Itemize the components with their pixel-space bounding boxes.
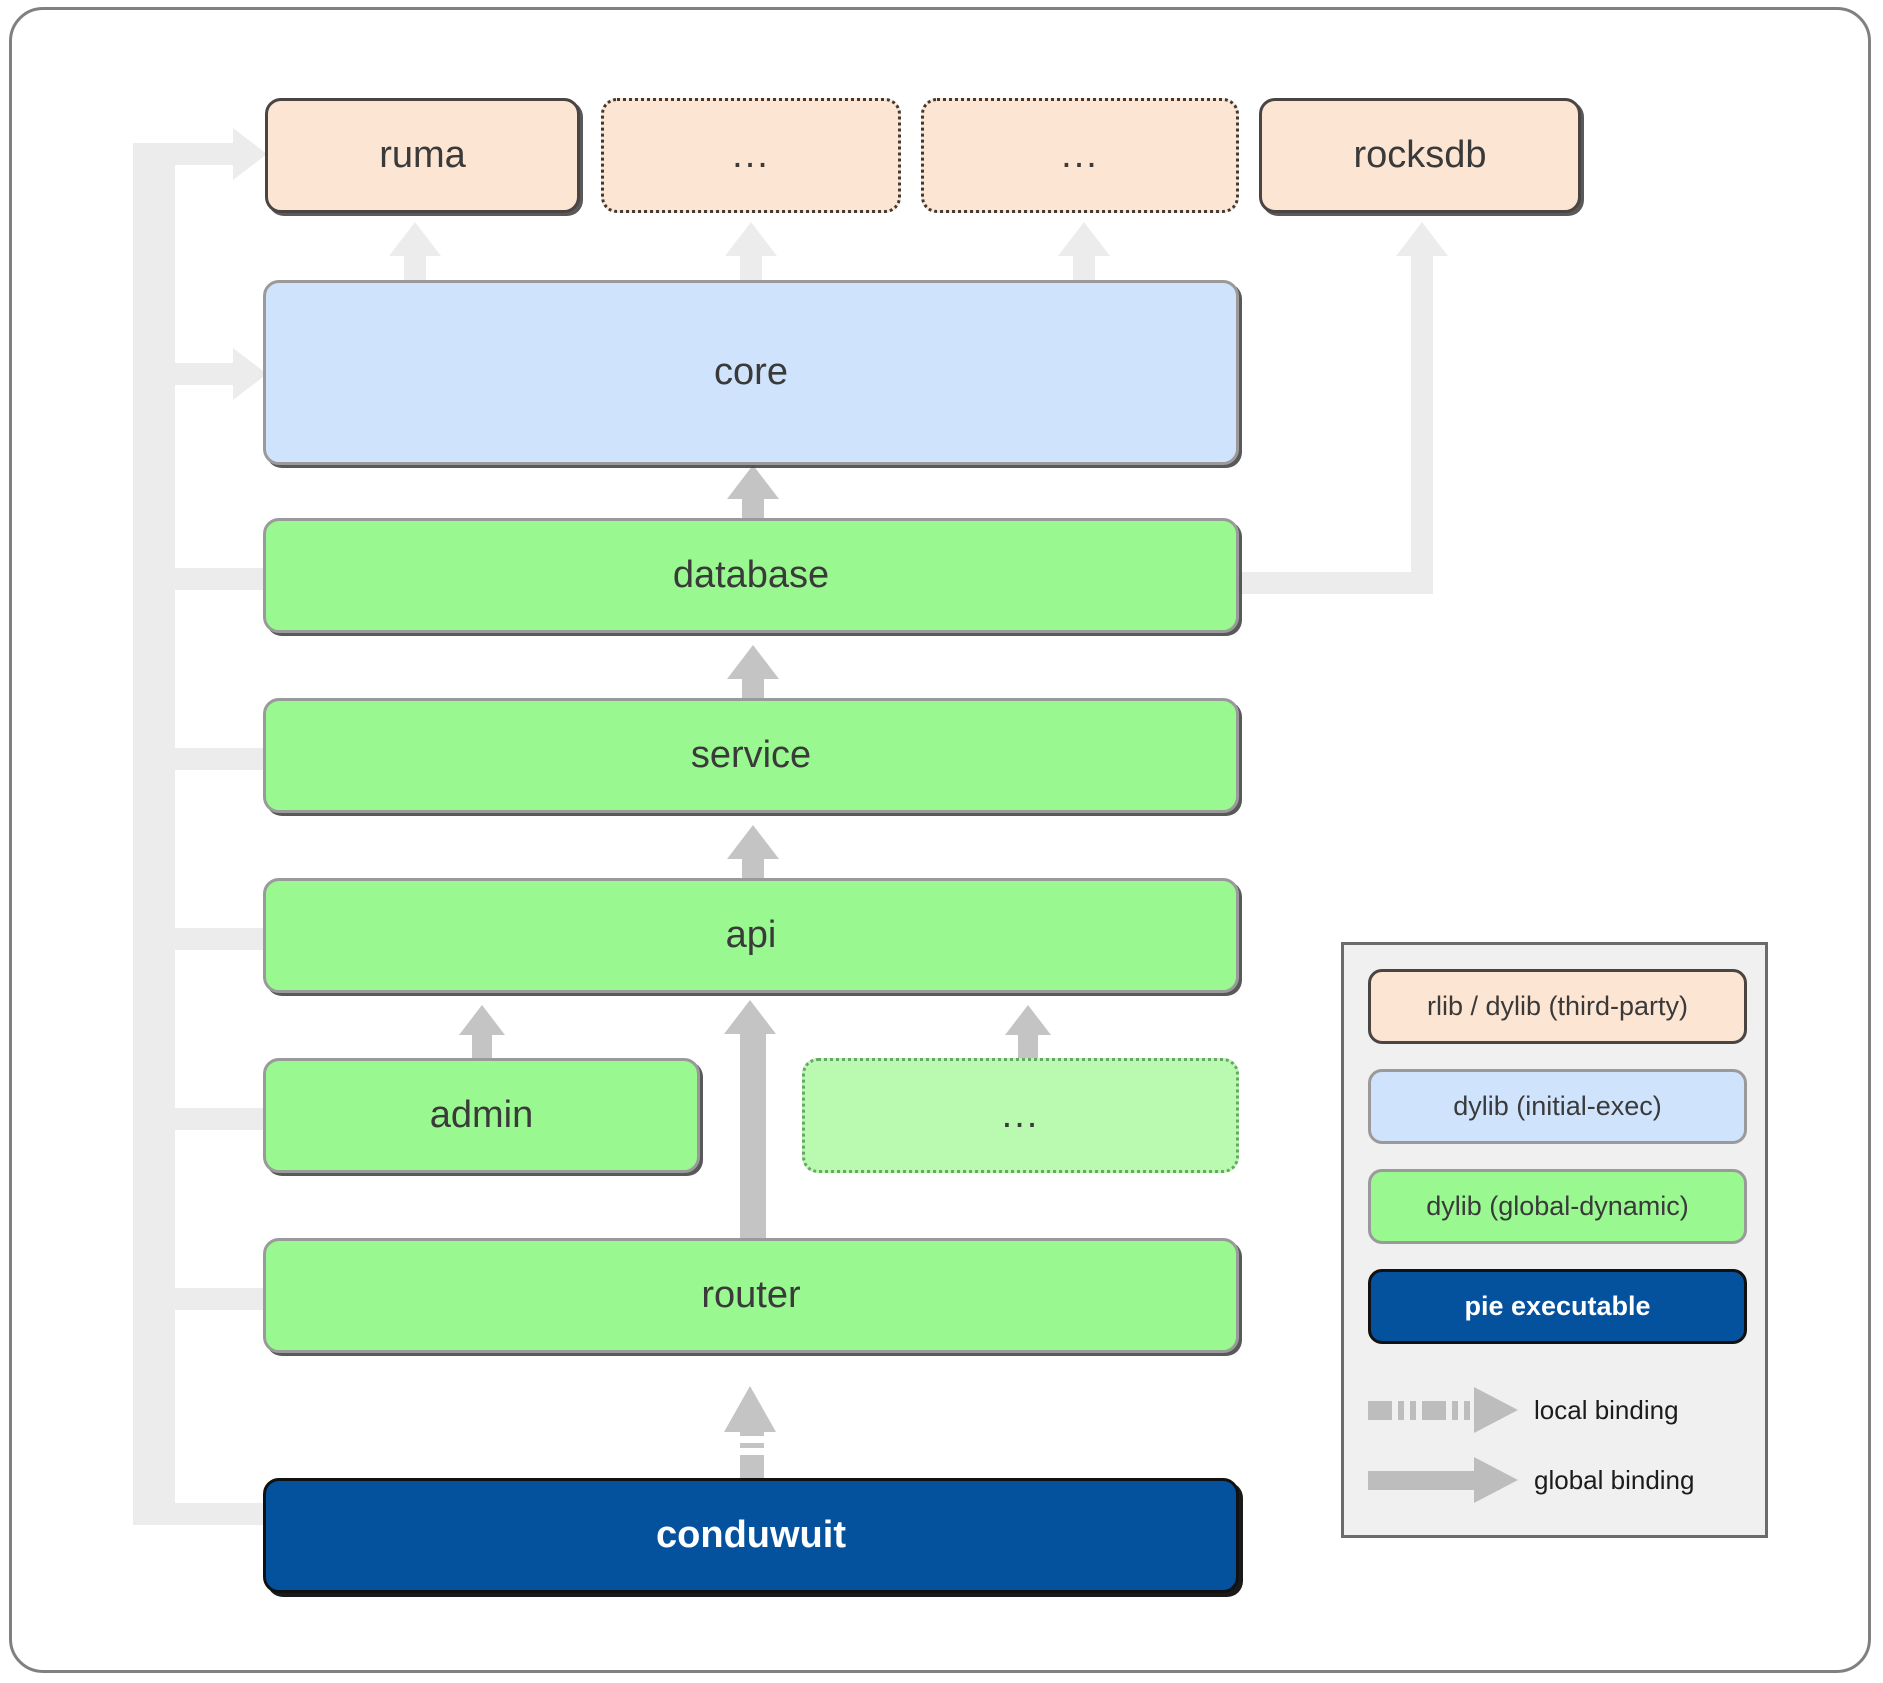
edge-bus-to-ruma-shaft (133, 143, 241, 165)
edge-bus-to-core-head (233, 348, 267, 400)
edge-core-to-ruma-head (389, 222, 441, 256)
edge-core-to-dots2-head (1058, 222, 1110, 256)
edge-dots-api-to-api-head (1005, 1005, 1051, 1035)
node-dots-top-1-label: ... (732, 134, 770, 177)
node-database[interactable]: database (263, 518, 1239, 633)
edge-bus-to-router (153, 1288, 273, 1310)
node-ruma-label: ruma (379, 134, 466, 176)
edge-bus-core-riser (153, 155, 175, 1525)
edge-conduwuit-to-router-dash-2 (740, 1443, 764, 1448)
node-core[interactable]: core (263, 280, 1239, 465)
node-api-label: api (725, 914, 777, 956)
edge-admin-to-api-head (459, 1005, 505, 1035)
edge-core-to-dots1-head (725, 222, 777, 256)
node-router[interactable]: router (263, 1238, 1239, 1353)
edge-service-to-database-head (727, 645, 779, 679)
edge-bus-to-service (153, 748, 273, 770)
legend-label-global-binding: global binding (1534, 1464, 1695, 1495)
legend-panel: rlib / dylib (third-party) dylib (initia… (1341, 942, 1768, 1538)
node-router-label: router (701, 1274, 801, 1316)
solid-arrow-icon (1368, 1457, 1518, 1503)
node-dots-api-label: ... (1001, 1094, 1040, 1137)
node-dots-top-1[interactable]: ... (601, 98, 901, 213)
node-dots-top-2-label: ... (1061, 134, 1099, 177)
edge-api-to-service-head (727, 825, 779, 859)
legend-swatch-global-dynamic: dylib (global-dynamic) (1368, 1169, 1747, 1244)
edge-database-to-rocksdb-vertical (1411, 252, 1433, 594)
edge-bus-to-core-shaft (153, 363, 241, 385)
legend-label-local-binding: local binding (1534, 1394, 1679, 1425)
legend-swatch-pie-executable: pie executable (1368, 1269, 1747, 1344)
legend-label-third-party: rlib / dylib (third-party) (1426, 991, 1689, 1021)
edge-database-to-core-head (727, 465, 779, 499)
edge-bus-to-ruma-head (233, 128, 267, 180)
node-api[interactable]: api (263, 878, 1239, 993)
legend-swatch-initial-exec: dylib (initial-exec) (1368, 1069, 1747, 1144)
edge-database-to-rocksdb-horizontal (1235, 572, 1415, 594)
node-admin[interactable]: admin (263, 1058, 700, 1173)
node-service[interactable]: service (263, 698, 1239, 813)
edge-conduwuit-bus-trunk (133, 143, 155, 1525)
node-dots-api[interactable]: ... (802, 1058, 1239, 1173)
edge-conduwuit-to-router-dash-3 (740, 1431, 764, 1436)
legend-label-pie-executable: pie executable (1464, 1291, 1651, 1321)
legend-row-local-binding: local binding (1368, 1381, 1747, 1439)
node-ruma[interactable]: ruma (265, 98, 580, 213)
edge-database-to-rocksdb-head (1396, 222, 1448, 256)
legend-label-global-dynamic: dylib (global-dynamic) (1426, 1191, 1689, 1221)
edge-bus-to-api (153, 928, 273, 950)
edge-conduwuit-to-router-head (724, 1386, 776, 1432)
node-dots-top-2[interactable]: ... (921, 98, 1239, 213)
edge-bus-to-database (153, 568, 273, 590)
node-database-label: database (672, 554, 830, 596)
edge-router-to-api-shaft (740, 1030, 766, 1252)
node-rocksdb-label: rocksdb (1353, 134, 1487, 176)
edge-conduwuit-to-router-dash-1 (740, 1455, 764, 1479)
node-core-label: core (714, 351, 788, 393)
edge-router-to-api-head (724, 1000, 776, 1034)
edge-bus-to-admin (153, 1108, 273, 1130)
node-conduwuit[interactable]: conduwuit (263, 1478, 1239, 1593)
legend-swatch-third-party: rlib / dylib (third-party) (1368, 969, 1747, 1044)
dashed-arrow-icon (1368, 1387, 1518, 1433)
node-rocksdb[interactable]: rocksdb (1259, 98, 1581, 213)
node-service-label: service (690, 734, 812, 776)
node-admin-label: admin (429, 1094, 534, 1136)
node-conduwuit-label: conduwuit (656, 1514, 846, 1556)
legend-row-global-binding: global binding (1368, 1451, 1747, 1509)
legend-label-initial-exec: dylib (initial-exec) (1453, 1091, 1662, 1121)
